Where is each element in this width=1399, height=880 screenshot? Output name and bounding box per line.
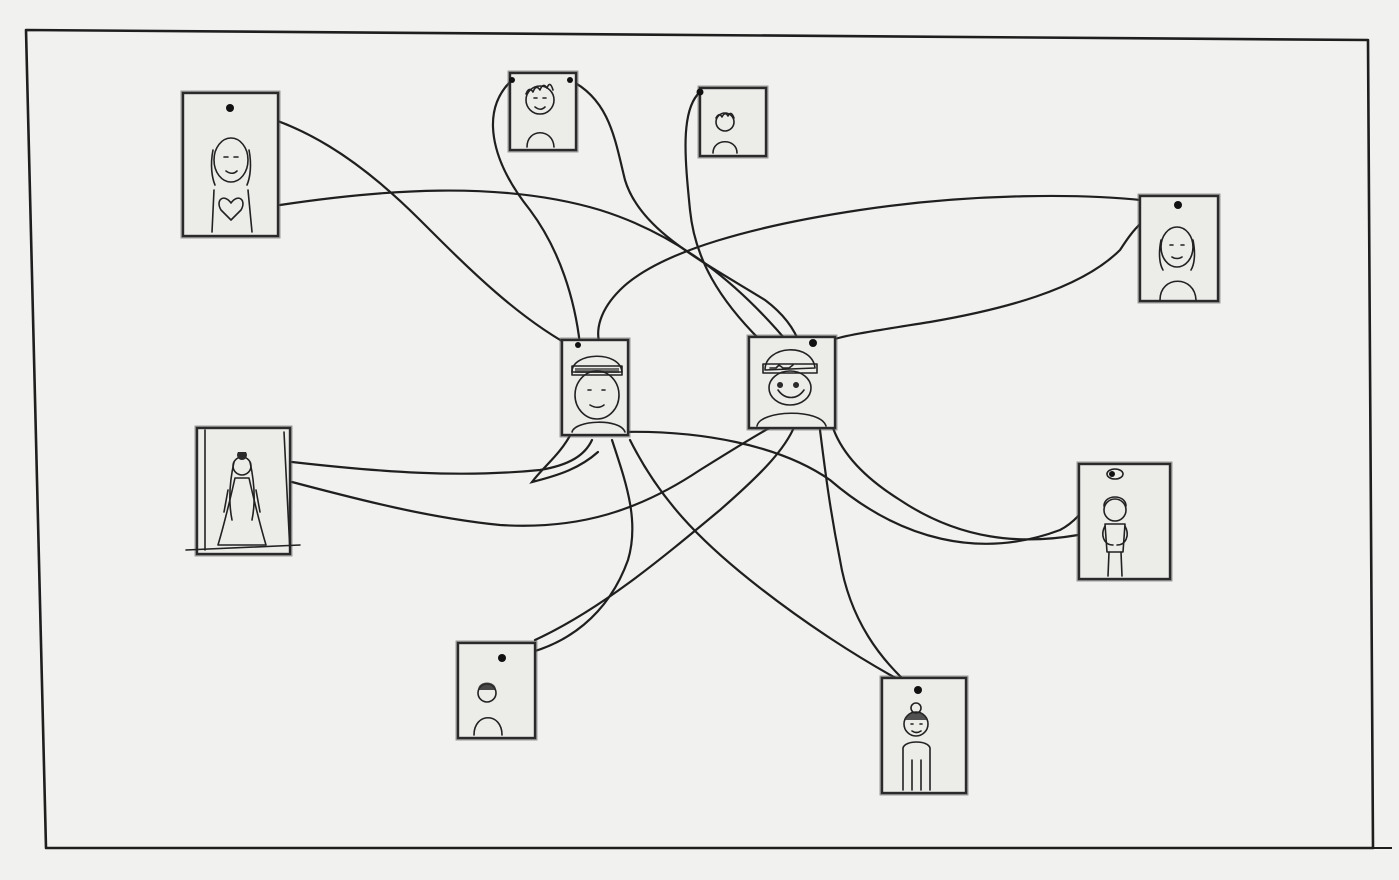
string-small-boy-to-center-right [533, 423, 797, 642]
string-bottom-person-to-center-left [628, 438, 920, 692]
small-boy-portrait-icon [473, 682, 503, 736]
connection-strings [228, 78, 1180, 692]
string-woman-right-to-center-left [597, 194, 1180, 347]
woman-in-long-dress-portrait-icon [217, 452, 267, 546]
string-bride-to-center-left [290, 438, 594, 475]
standing-person-portrait-icon [1102, 496, 1128, 577]
string-woman-heart-to-center-right [278, 189, 792, 347]
woman-long-hair-portrait-icon [1158, 226, 1197, 301]
portrait-bride [185, 425, 301, 557]
string-small-curly-to-center-right [684, 90, 762, 342]
portrait-curly-boy [507, 70, 579, 153]
string-standing-right-to-center-right [830, 423, 1080, 541]
person-with-bun-portrait-icon [902, 702, 931, 791]
person-with-cap-portrait-icon [571, 355, 626, 433]
string-bride-to-center-right [290, 423, 777, 527]
string-woman-right-to-center-right [830, 203, 1180, 342]
string-standing-right-to-center-left [618, 430, 1114, 545]
portrait-center-left [559, 337, 631, 438]
small-curly-haired-person-portrait-icon [712, 112, 738, 154]
string-curly-boy-to-center-left [491, 78, 582, 347]
portrait-woman-heart [180, 90, 281, 239]
portrait-woman-right [1137, 193, 1221, 304]
string-small-boy-to-center-left [500, 438, 634, 660]
portrait-standing-right [1076, 461, 1173, 582]
string-center-left-cloak [529, 430, 600, 484]
portrait-center-right [746, 334, 838, 431]
portrait-bottom-person [879, 675, 969, 796]
string-bottom-person-to-center-right [818, 428, 917, 692]
portrait-small-boy [455, 640, 538, 741]
string-curly-boy-to-center-right [568, 78, 802, 347]
portrait-small-curly [696, 85, 769, 159]
woman-with-heart-portrait-icon [210, 137, 253, 233]
curly-haired-person-portrait-icon [525, 83, 555, 148]
string-woman-heart-to-center-left [228, 106, 580, 352]
smiling-person-with-hat-portrait-icon [756, 349, 827, 427]
